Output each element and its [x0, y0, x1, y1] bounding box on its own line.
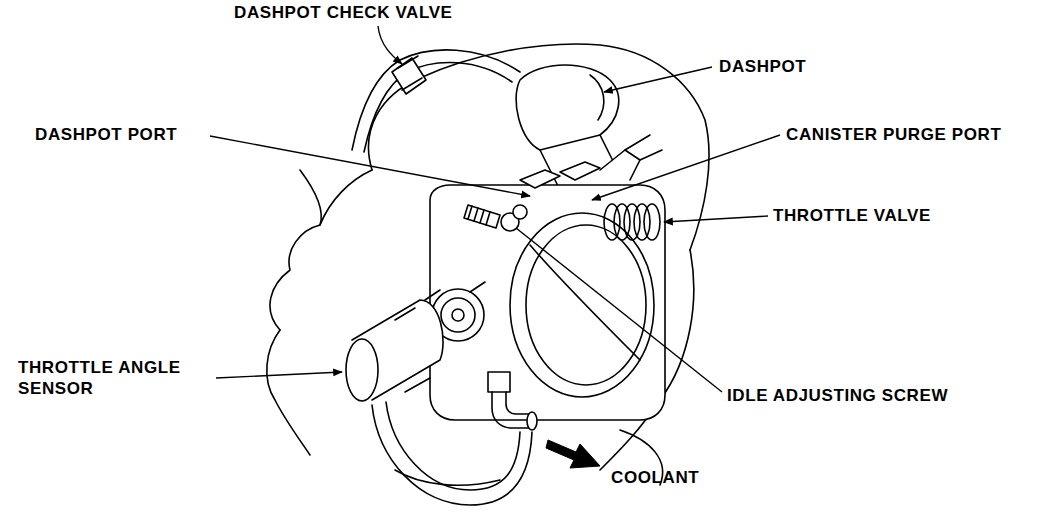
part-label: THROTTLE VALVE [773, 205, 931, 226]
part-label: THROTTLE ANGLE SENSOR [18, 357, 213, 399]
part-label: DASHPOT PORT [35, 124, 177, 145]
part-label: DASHPOT CHECK VALVE [234, 2, 453, 23]
part-label: DASHPOT [719, 56, 806, 77]
part-label: COOLANT [611, 467, 699, 488]
part-label: IDLE ADJUSTING SCREW [727, 385, 948, 406]
flow-arrow [546, 440, 600, 468]
leader-lines [210, 26, 780, 392]
part-label: CANISTER PURGE PORT [786, 124, 1001, 145]
